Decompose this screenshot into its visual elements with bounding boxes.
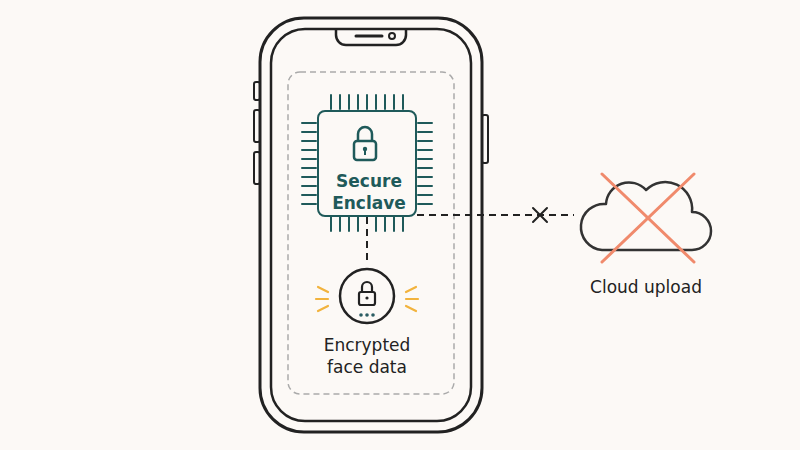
rays-left — [316, 287, 328, 311]
data-lock — [359, 282, 375, 305]
phone — [254, 18, 488, 432]
pins-top — [331, 95, 403, 109]
circle-outline — [312, 266, 422, 328]
data-circle: Encrypted face data — [312, 266, 422, 378]
secure-chip: Secure Enclave — [317, 110, 417, 217]
cloud-outline — [578, 168, 714, 268]
lock-body — [359, 292, 375, 305]
side-button — [254, 110, 260, 142]
dashed-connector — [417, 214, 574, 216]
phone-body — [260, 18, 482, 432]
dashed-connector — [366, 217, 368, 264]
side-button — [482, 115, 488, 163]
phone-bezel — [271, 29, 471, 421]
side-button — [254, 82, 260, 100]
lock-body — [354, 141, 376, 160]
phone-notch — [336, 29, 406, 45]
keyhole — [365, 296, 368, 299]
chip-lock — [354, 127, 376, 160]
cloud-node: Cloud upload — [578, 168, 714, 300]
dot — [371, 313, 375, 317]
circle-shape — [340, 269, 394, 323]
chip-pins — [302, 95, 432, 231]
cross-line — [602, 174, 694, 262]
dot — [365, 313, 369, 317]
pins-left — [302, 123, 316, 204]
side-button — [254, 152, 260, 184]
node-label: Encrypted face data — [312, 334, 422, 378]
node-label: Cloud upload — [568, 276, 724, 298]
screen-area — [288, 72, 454, 394]
node-label: Secure Enclave — [309, 170, 429, 214]
pins-right — [418, 123, 432, 204]
dot — [359, 313, 363, 317]
rays-right — [406, 287, 418, 311]
camera — [389, 33, 395, 39]
glow-rays — [316, 287, 418, 311]
cross-line — [602, 174, 694, 262]
data-dots — [359, 313, 375, 317]
speaker — [356, 35, 382, 38]
lock-shackle — [358, 127, 372, 141]
keyhole-slot — [364, 150, 366, 155]
lock-shackle — [362, 282, 372, 292]
